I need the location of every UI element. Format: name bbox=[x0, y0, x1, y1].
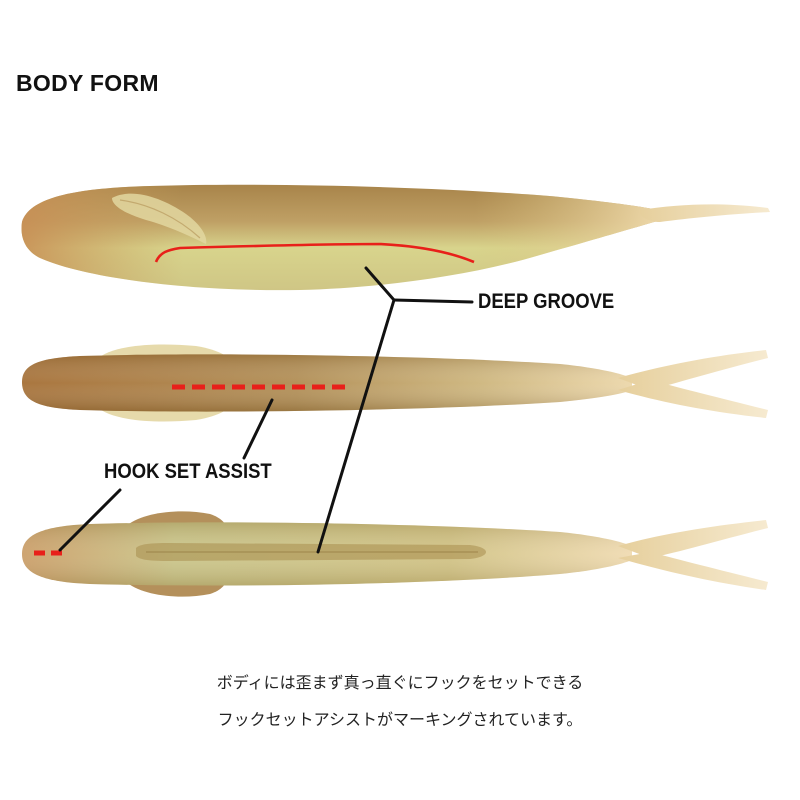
deep-groove-leader-lines bbox=[316, 266, 474, 554]
lure-side-view bbox=[21, 184, 770, 291]
lure-top-view bbox=[22, 344, 768, 422]
lure-belly-view bbox=[22, 511, 768, 597]
hook-set-assist-label: HOOK SET ASSIST bbox=[104, 460, 272, 483]
deep-groove-label: DEEP GROOVE bbox=[478, 290, 615, 313]
caption-line-2: フックセットアシストがマーキングされています。 bbox=[217, 710, 583, 729]
page-title: BODY FORM bbox=[16, 70, 159, 96]
caption-line-1: ボディには歪まず真っ直ぐにフックをセットできる bbox=[216, 673, 584, 692]
hook-set-assist-leader-lines bbox=[58, 398, 274, 552]
